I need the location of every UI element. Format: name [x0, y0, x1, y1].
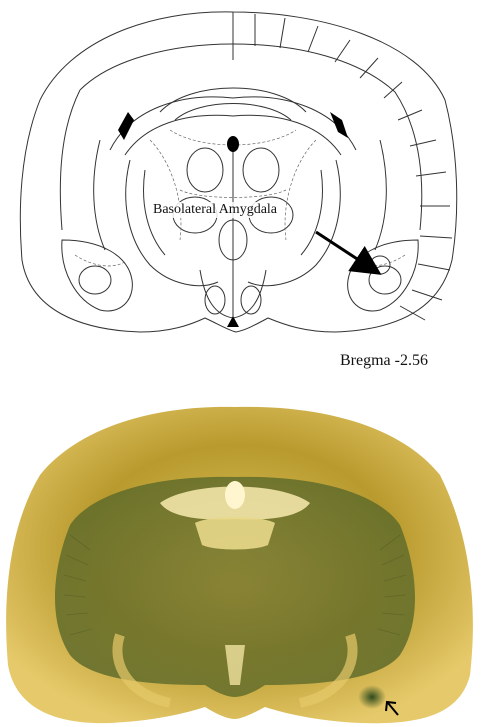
- atlas-diagram: [0, 0, 481, 340]
- brain-section-photo: [0, 385, 481, 727]
- region-label: Basolateral Amygdala: [152, 202, 278, 218]
- brain-outline: [20, 12, 456, 332]
- arrow-icon: [316, 232, 374, 270]
- bregma-label: Bregma -2.56: [340, 352, 428, 370]
